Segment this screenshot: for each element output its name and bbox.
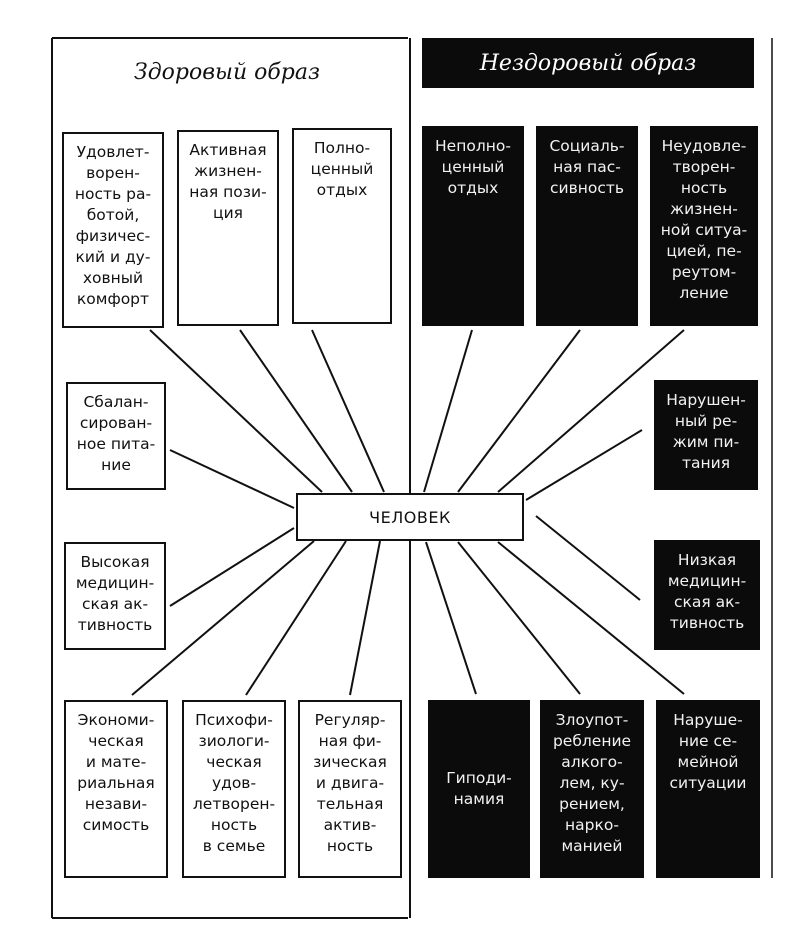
- connector: [169, 527, 295, 607]
- connector: [131, 540, 315, 696]
- unhealthy-factor-family-disruption: Наруше- ние се- мейной ситуации: [656, 700, 760, 878]
- center-person: ЧЕЛОВЕК: [296, 493, 524, 541]
- connector: [535, 515, 641, 601]
- connector: [525, 429, 643, 501]
- unhealthy-factor-social-passivity: Социаль- ная пас- сивность: [536, 126, 638, 326]
- healthy-header: Здоровый образ: [134, 59, 320, 85]
- unhealthy-factor-substance-abuse: Злоупот- ребление алкого- лем, ку- рение…: [540, 700, 644, 878]
- connector: [239, 329, 353, 493]
- unhealthy-factor-poor-diet: Нарушен- ный ре- жим пи- тания: [654, 380, 758, 490]
- connector: [457, 329, 581, 493]
- unhealthy-factor-life-dissatisfaction: Неудовле- творен- ность жизнен- ной ситу…: [650, 126, 758, 326]
- connector: [169, 449, 295, 509]
- unhealthy-factor-low-medical-activity: Низкая медицин- ская ак- тивность: [654, 540, 760, 650]
- connector: [457, 541, 581, 695]
- connector: [423, 329, 473, 493]
- unhealthy-factor-incomplete-rest: Неполно- ценный отдых: [422, 126, 524, 326]
- unhealthy-factor-hypodynamia: Гиподи- намия: [428, 700, 530, 878]
- healthy-factor-physical-activity: Регуляр- ная фи- зическая и двига- тельн…: [298, 700, 402, 878]
- connector: [349, 540, 381, 696]
- healthy-factor-economic-independence: Экономи- ческая и мате- риальная незави-…: [64, 700, 168, 878]
- healthy-factor-active-life-position: Активная жизнен- ная пози- ция: [177, 130, 279, 326]
- connector: [311, 329, 385, 493]
- healthy-factor-full-rest: Полно- ценный отдых: [292, 128, 392, 324]
- connector: [425, 541, 477, 695]
- unhealthy-header: Нездоровый образ: [422, 38, 754, 88]
- healthy-factor-medical-activity: Высокая медицин- ская ак- тивность: [64, 542, 166, 650]
- healthy-factor-work-satisfaction: Удовлет- ворен- ность ра- ботой, физичес…: [62, 132, 164, 328]
- healthy-factor-family-satisfaction: Психофи- зиологи- ческая удов- летворен-…: [182, 700, 286, 878]
- healthy-factor-balanced-nutrition: Сбалан- сирован- ное пита- ние: [66, 382, 166, 490]
- connector: [245, 540, 347, 696]
- connector: [497, 541, 685, 695]
- connector: [497, 329, 685, 493]
- connector: [149, 329, 323, 493]
